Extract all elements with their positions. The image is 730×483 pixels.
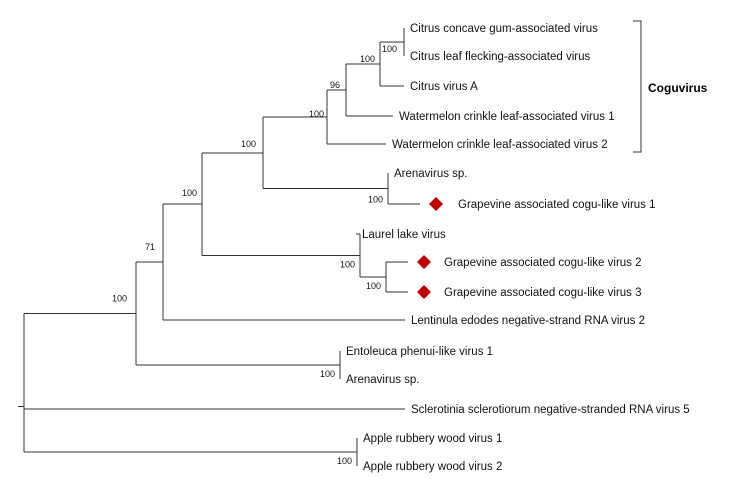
- leaf-label: Laurel lake virus: [362, 229, 446, 241]
- support-value: 100: [112, 294, 127, 304]
- support-value: 100: [337, 456, 352, 466]
- clade-bracket: [633, 20, 642, 153]
- leaf-label: Arenavirus sp.: [394, 168, 468, 180]
- leaf-label: Watermelon crinkle leaf-associated virus…: [399, 111, 615, 123]
- leaf-label: Entoleuca phenui-like virus 1: [346, 346, 493, 358]
- support-value: 96: [330, 80, 340, 90]
- leaf-label: Citrus virus A: [410, 81, 478, 93]
- leaf-label: Grapevine associated cogu-like virus 1: [458, 199, 656, 211]
- leaf-label: Citrus concave gum-associated virus: [410, 23, 598, 35]
- leaf-label: Lentinula edodes negative-strand RNA vir…: [411, 315, 645, 327]
- leaf-label: Grapevine associated cogu-like virus 2: [444, 257, 642, 269]
- coguvirus-clade: Coguvirus: [633, 20, 708, 153]
- tree-branches: [18, 28, 420, 466]
- support-value: 100: [382, 44, 397, 54]
- support-value: 100: [309, 109, 324, 119]
- red-diamond-marker-icon: [417, 255, 431, 269]
- support-value: 100: [320, 369, 335, 379]
- red-diamond-marker-icon: [429, 197, 443, 211]
- support-value: 100: [182, 188, 197, 198]
- support-value: 100: [340, 260, 355, 270]
- tree-support-values: 100 100 96 100 100 100 100 100 100 71 100 100 100: [112, 44, 397, 466]
- leaf-label: Apple rubbery wood virus 2: [363, 461, 502, 473]
- leaf-label: Citrus leaf flecking-associated virus: [410, 51, 590, 63]
- support-value: 100: [241, 139, 256, 149]
- support-value: 100: [368, 195, 383, 205]
- leaf-label: Watermelon crinkle leaf-associated virus…: [392, 139, 608, 151]
- support-value: 71: [145, 242, 155, 252]
- leaf-label: Grapevine associated cogu-like virus 3: [444, 287, 642, 299]
- leaf-label: Sclerotinia sclerotiorum negative-strand…: [411, 404, 690, 416]
- red-diamond-marker-icon: [417, 285, 431, 299]
- leaf-label: Arenavirus sp.: [346, 374, 420, 386]
- support-value: 100: [360, 54, 375, 64]
- tree-leaf-labels: Citrus concave gum-associated virusCitru…: [346, 23, 690, 473]
- support-value: 100: [366, 281, 381, 291]
- clade-label: Coguvirus: [648, 81, 708, 95]
- leaf-label: Apple rubbery wood virus 1: [363, 433, 502, 445]
- tree-markers: [417, 197, 443, 299]
